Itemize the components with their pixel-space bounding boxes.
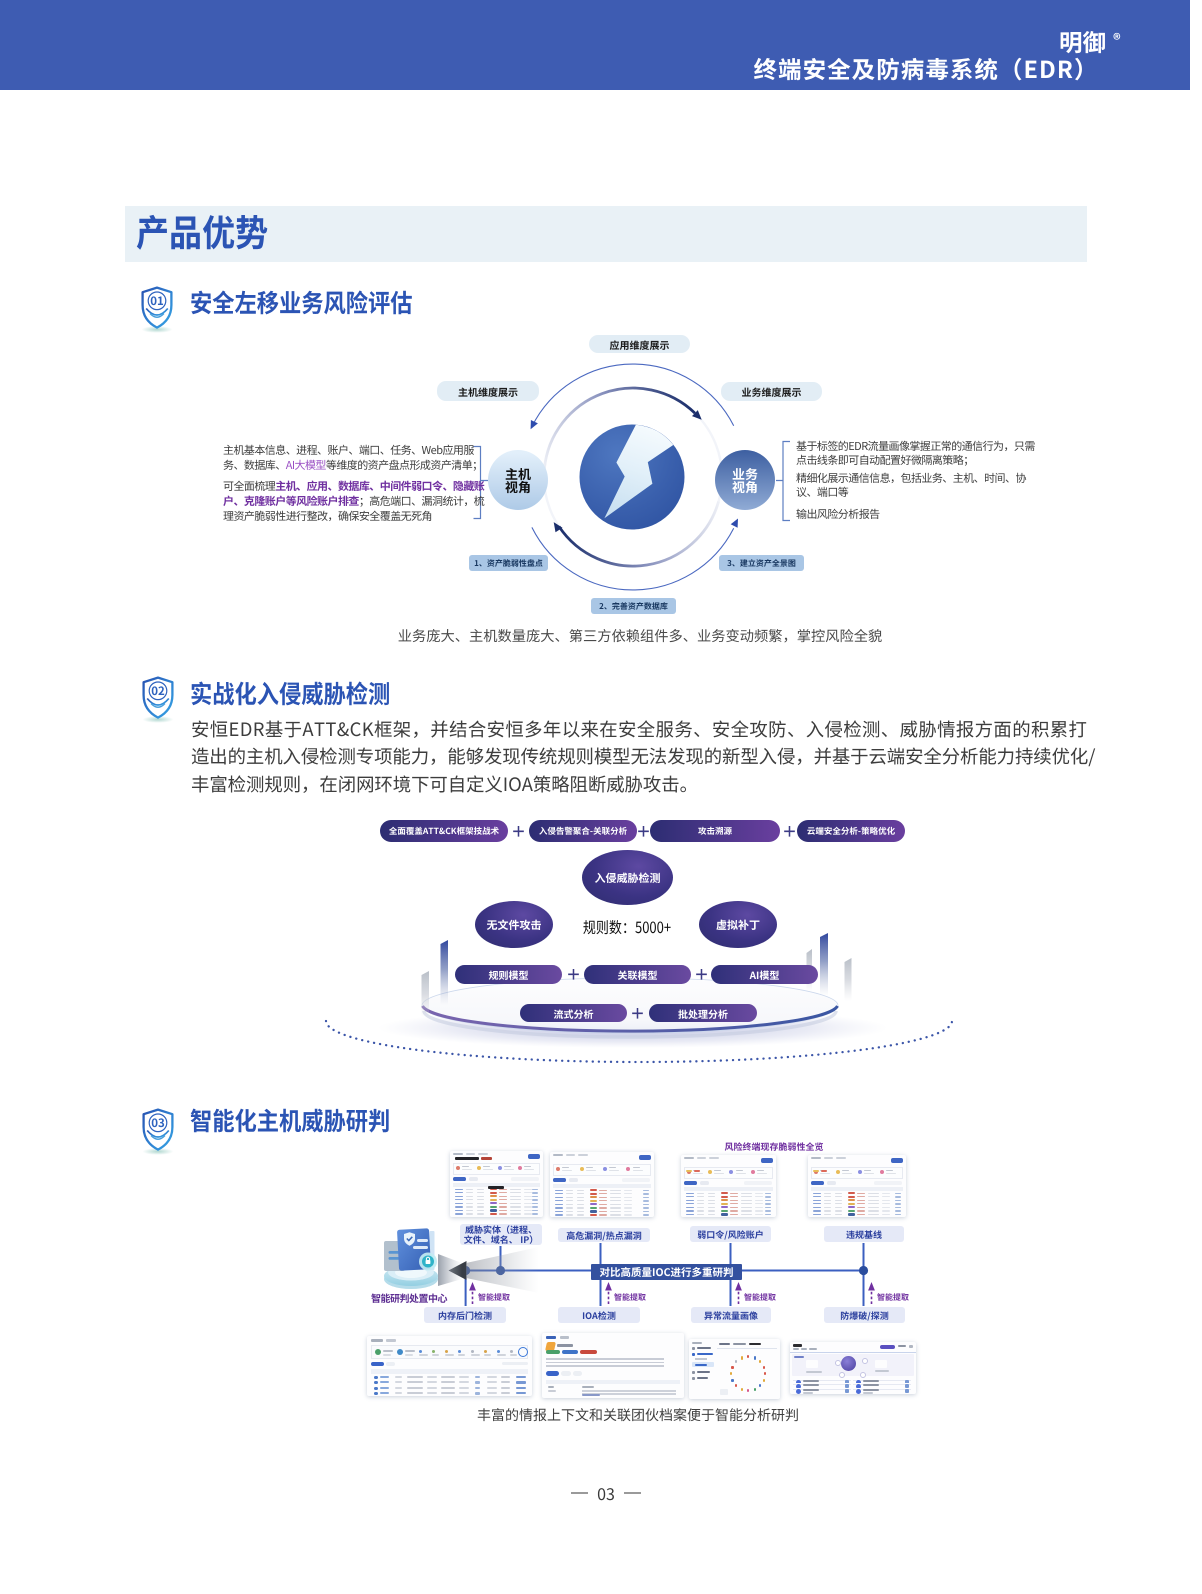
svg-text:03: 03 (151, 1115, 165, 1131)
svg-text:01: 01 (150, 293, 164, 309)
svg-text:02: 02 (151, 683, 165, 699)
